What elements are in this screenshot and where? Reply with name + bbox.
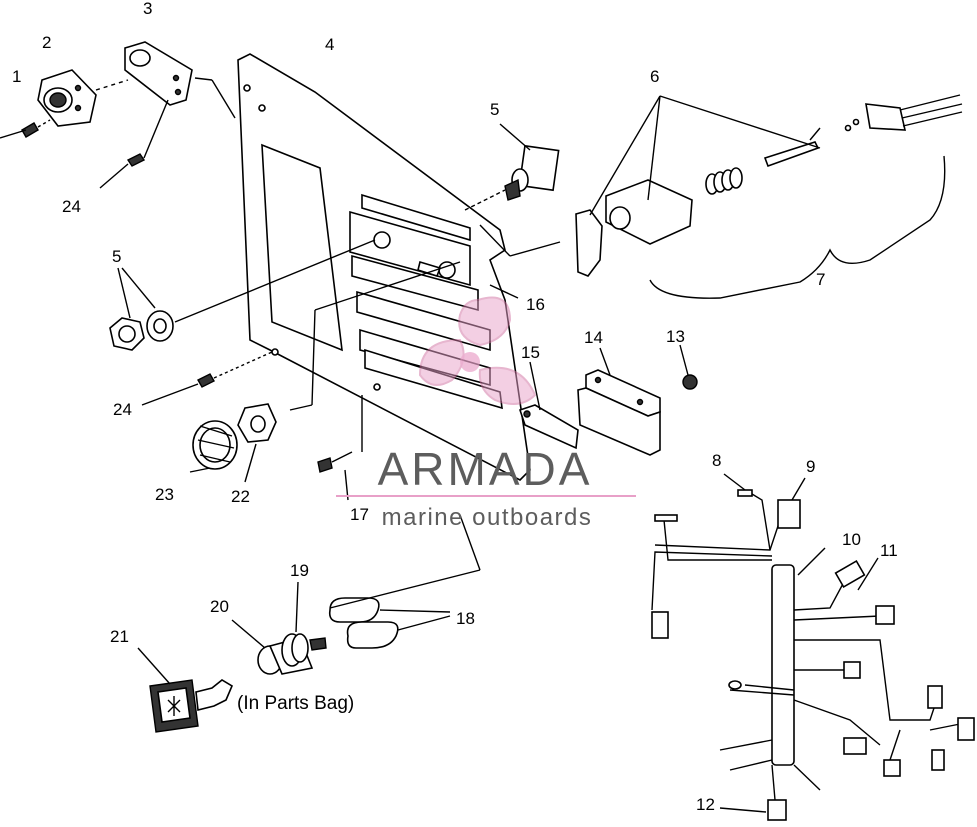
key-21 (137, 647, 234, 733)
nut-13 (679, 344, 698, 390)
nut-washer-5 (109, 239, 376, 351)
callout-19: 19 (290, 561, 309, 580)
callout-10: 10 (842, 530, 861, 549)
callout-21: 21 (110, 627, 129, 646)
screw-24-top (99, 99, 169, 189)
callout-24-bottom: 24 (113, 400, 132, 419)
callout-11: 11 (880, 541, 898, 560)
choke-assembly-7 (479, 94, 963, 299)
watermark-logo (418, 296, 537, 405)
dash-panel (237, 53, 531, 481)
watermark-brand: ARMADA (378, 443, 593, 495)
parts-bag-note: (In Parts Bag) (237, 693, 354, 714)
callout-24-top: 24 (62, 197, 81, 216)
key-switch-20 (231, 581, 327, 675)
callout-7: 7 (816, 270, 825, 289)
callout-6: 6 (650, 67, 659, 86)
decals-18 (328, 514, 481, 649)
retainer-23 (192, 420, 238, 470)
bezel-2 (37, 69, 97, 127)
callout-8: 8 (712, 451, 721, 470)
callout-20: 20 (210, 597, 229, 616)
bolt-17 (317, 395, 363, 501)
callout-4: 4 (325, 35, 334, 54)
callout-16: 16 (526, 295, 545, 314)
callout-12: 12 (696, 795, 715, 814)
callout-9: 9 (806, 457, 815, 476)
callout-3: 3 (143, 0, 152, 18)
callout-23: 23 (155, 485, 174, 504)
callout-5-left: 5 (112, 247, 121, 266)
callout-15: 15 (521, 343, 540, 362)
callout-2: 2 (42, 33, 51, 52)
toggle-switch-5 (499, 123, 560, 201)
callout-5: 5 (490, 100, 499, 119)
callout-14: 14 (584, 328, 603, 347)
callout-18: 18 (456, 609, 475, 628)
screw-24-bottom (141, 351, 273, 406)
plate-3 (124, 41, 193, 106)
strip-15 (518, 361, 579, 450)
callout-1: 1 (12, 67, 21, 86)
spring-6 (705, 167, 743, 195)
wiring-harness-10 (651, 473, 975, 821)
watermark-tagline: marine outboards (382, 504, 593, 531)
callout-13: 13 (666, 327, 685, 346)
bracket-14 (577, 347, 661, 456)
screw-1 (0, 119, 51, 139)
callout-22: 22 (231, 487, 250, 506)
washer-22 (237, 403, 277, 443)
callout-17: 17 (350, 505, 369, 524)
